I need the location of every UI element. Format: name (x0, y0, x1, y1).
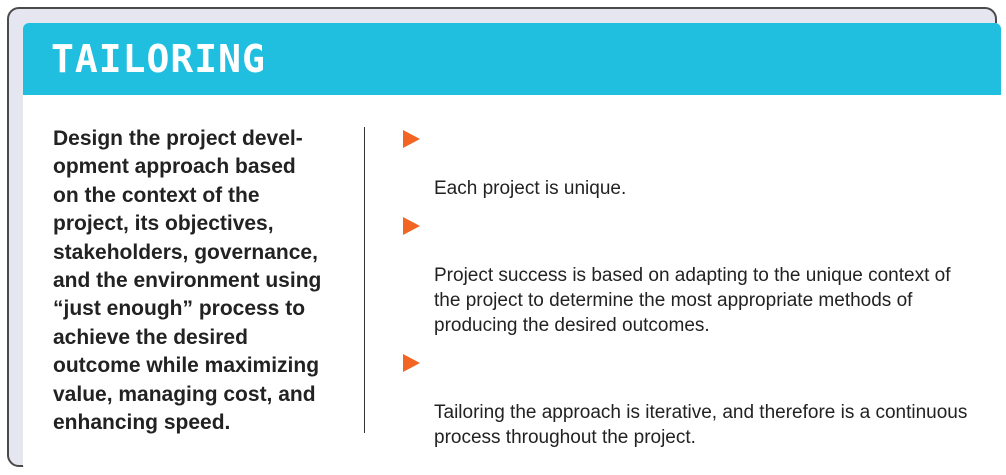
orange-triangle-bullet-icon (403, 217, 420, 235)
orange-triangle-bullet-icon (403, 354, 420, 372)
bullet-text: Tailoring the approach is iterative, and… (434, 402, 968, 448)
card-title: TAILORING (51, 37, 266, 81)
card-header: TAILORING (23, 23, 1001, 95)
bullet-text: Each project is unique. (434, 178, 627, 199)
principle-card: TAILORING Design the project devel- opme… (7, 7, 1001, 471)
bullet-item: Tailoring the approach is iterative, and… (403, 350, 993, 450)
bullet-text: Project success is based on adapting to … (434, 265, 951, 336)
bullet-list: Each project is unique. Project success … (403, 126, 993, 462)
column-divider (364, 127, 365, 433)
card-content: TAILORING Design the project devel- opme… (23, 23, 1001, 471)
bullet-item: Each project is unique. (403, 126, 993, 201)
bullet-item: Project success is based on adapting to … (403, 213, 993, 338)
orange-triangle-bullet-icon (403, 130, 420, 148)
principle-description: Design the project devel- opment approac… (53, 127, 322, 435)
